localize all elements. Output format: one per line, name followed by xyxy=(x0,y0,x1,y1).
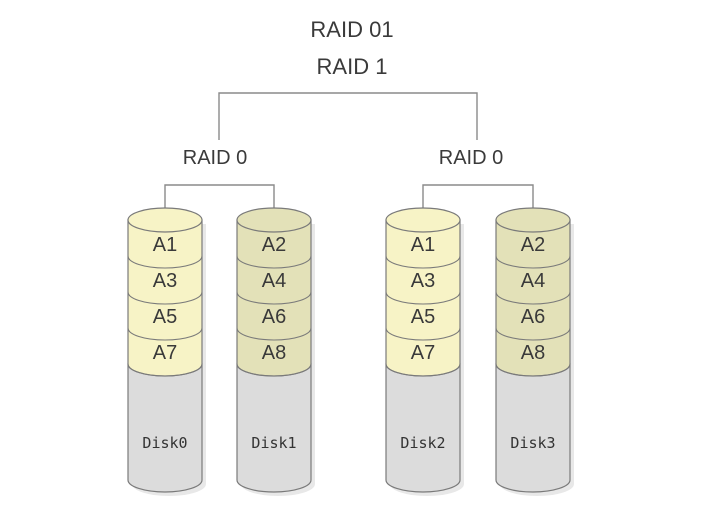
disk-top-cap xyxy=(385,207,461,233)
disk-name: Disk3 xyxy=(510,434,555,452)
block-separator xyxy=(127,363,203,377)
block-label: A2 xyxy=(521,234,545,256)
disk-body xyxy=(236,363,312,493)
stripe-connector-right xyxy=(422,184,534,220)
title-raid1: RAID 1 xyxy=(317,54,388,79)
block-label: A1 xyxy=(411,234,435,256)
disk-body xyxy=(385,363,461,493)
disk-body xyxy=(495,363,571,493)
block-separator xyxy=(385,291,461,305)
title-raid01: RAID 01 xyxy=(310,17,393,42)
block-label: A7 xyxy=(153,342,177,364)
block-separator xyxy=(127,255,203,269)
disk-name: Disk1 xyxy=(251,434,296,452)
block-label: A8 xyxy=(262,342,286,364)
block-separator xyxy=(385,327,461,341)
disk-body xyxy=(127,363,203,493)
block-separator xyxy=(495,255,571,269)
block-separator xyxy=(385,255,461,269)
mirror-connector xyxy=(218,92,478,140)
block-separator xyxy=(127,327,203,341)
disk-top-cap xyxy=(127,207,203,233)
block-label: A3 xyxy=(411,270,435,292)
block-label: A1 xyxy=(153,234,177,256)
block-separator xyxy=(236,327,312,341)
disk-name: Disk2 xyxy=(400,434,445,452)
block-separator xyxy=(236,363,312,377)
block-label: A6 xyxy=(262,306,286,328)
disk-top-cap xyxy=(495,207,571,233)
group-label-left: RAID 0 xyxy=(183,147,247,169)
group-label-right: RAID 0 xyxy=(439,147,503,169)
block-separator xyxy=(495,291,571,305)
block-label: A6 xyxy=(521,306,545,328)
block-separator xyxy=(236,255,312,269)
disk-name: Disk0 xyxy=(142,434,187,452)
block-separator xyxy=(495,327,571,341)
block-separator xyxy=(236,291,312,305)
disk-array: A1A3A5A7Disk0A2A4A6A8Disk1A1A3A5A7Disk2A… xyxy=(127,207,574,496)
block-label: A4 xyxy=(521,270,545,292)
disk-top-cap xyxy=(236,207,312,233)
block-label: A4 xyxy=(262,270,286,292)
block-label: A5 xyxy=(153,306,177,328)
block-label: A7 xyxy=(411,342,435,364)
block-label: A5 xyxy=(411,306,435,328)
block-label: A8 xyxy=(521,342,545,364)
block-separator xyxy=(495,363,571,377)
block-label: A2 xyxy=(262,234,286,256)
block-separator xyxy=(127,291,203,305)
block-label: A3 xyxy=(153,270,177,292)
block-separator xyxy=(385,363,461,377)
stripe-connector-left xyxy=(164,184,275,220)
